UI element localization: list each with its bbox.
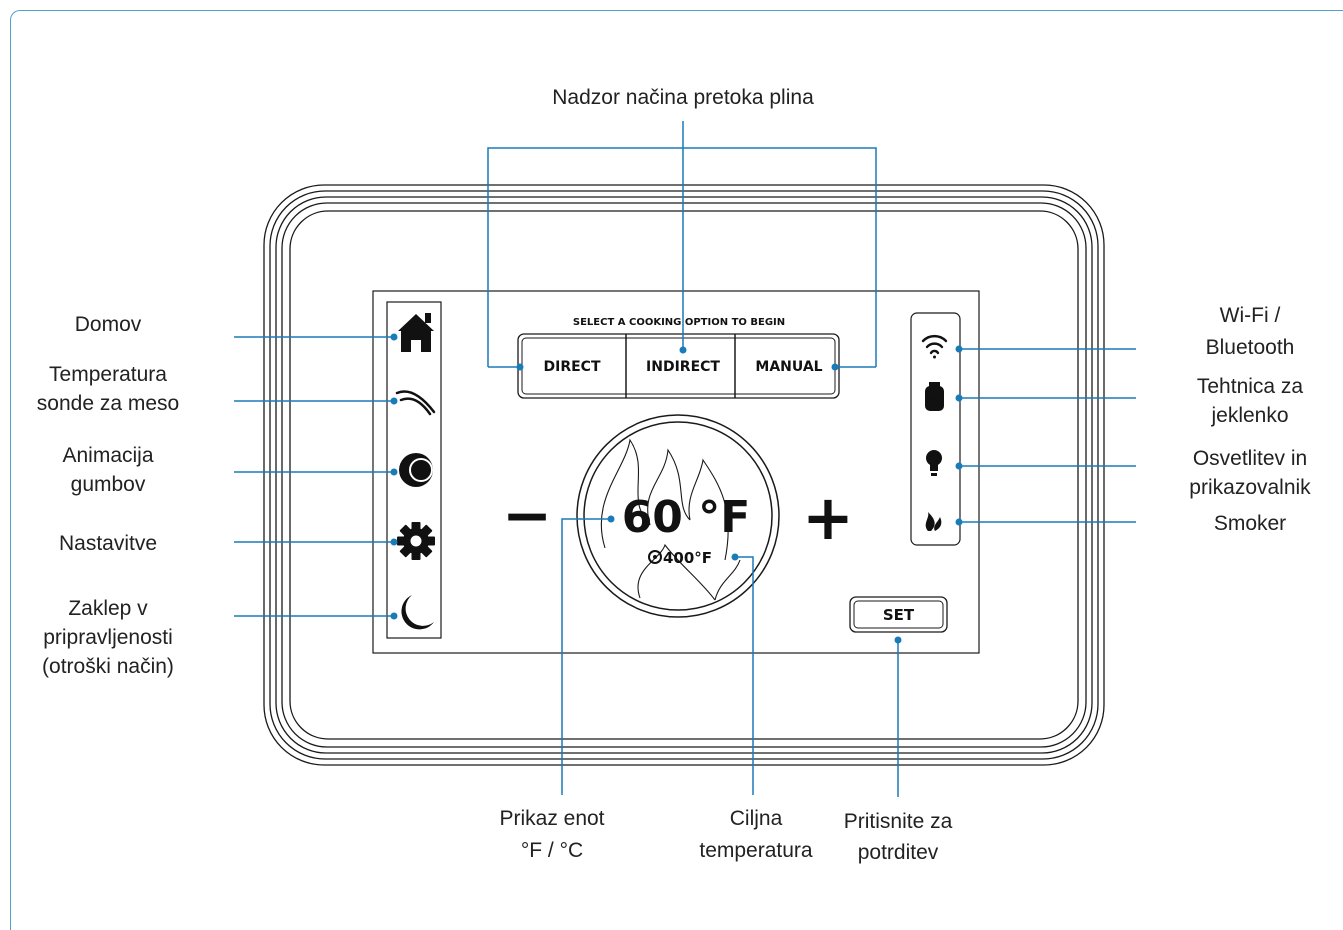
set-button[interactable]: SET — [849, 596, 948, 633]
callout-knob-animation: Animacija gumbov — [62, 444, 153, 496]
cooking-option-header: SELECT A COOKING OPTION TO BEGIN — [573, 317, 785, 328]
svg-text:(otroški način): (otroški način) — [42, 655, 174, 678]
svg-text:prikazovalnik: prikazovalnik — [1189, 476, 1311, 499]
device-bezel — [263, 184, 1105, 766]
svg-text:gumbov: gumbov — [71, 473, 146, 496]
temperature-dial[interactable]: 60 °F 400°F — [576, 414, 780, 618]
callout-wifi: Wi-Fi / Bluetooth — [1206, 304, 1295, 359]
svg-text:Tehtnica za: Tehtnica za — [1197, 375, 1304, 398]
svg-text:Bluetooth: Bluetooth — [1206, 336, 1295, 359]
svg-text:pripravljenosti: pripravljenosti — [43, 626, 173, 649]
callout-meat-probe: Temperatura sonde za meso — [37, 363, 179, 415]
svg-text:Smoker: Smoker — [1214, 512, 1286, 535]
home-icon[interactable] — [398, 313, 434, 352]
target-icon — [648, 550, 662, 564]
gear-icon[interactable] — [397, 522, 435, 560]
propane-level-text: 100 — [927, 396, 942, 404]
indirect-button[interactable]: INDIRECT — [626, 338, 735, 394]
direct-label: DIRECT — [544, 359, 601, 375]
moon-icon[interactable] — [401, 595, 434, 630]
svg-text:Zaklep v: Zaklep v — [68, 597, 148, 620]
callout-gas-flow-mode: Nadzor načina pretoka plina — [552, 86, 814, 109]
callout-units: Prikaz enot °F / °C — [499, 807, 604, 862]
current-temperature: 60 °F — [622, 492, 751, 543]
smoker-icon[interactable] — [925, 512, 942, 531]
target-temperature: 400°F — [663, 549, 712, 567]
svg-text:potrditev: potrditev — [858, 841, 939, 864]
svg-text:Prikaz enot: Prikaz enot — [499, 807, 604, 830]
callout-confirm: Pritisnite za potrditev — [844, 810, 953, 864]
callout-lighting: Osvetlitev in prikazovalnik — [1189, 447, 1311, 499]
right-icon-panel — [910, 312, 961, 546]
callout-home: Domov — [75, 313, 142, 336]
direct-button[interactable]: DIRECT — [522, 338, 626, 394]
knob-animation-icon[interactable] — [399, 453, 433, 487]
page-frame — [10, 10, 1343, 930]
svg-text:temperatura: temperatura — [699, 839, 813, 862]
decrease-temp-button[interactable]: − — [502, 481, 552, 551]
manual-label: MANUAL — [755, 359, 822, 375]
callout-smoker: Smoker — [1214, 512, 1286, 535]
svg-text:Ciljna: Ciljna — [730, 807, 783, 830]
svg-text:Temperatura: Temperatura — [49, 363, 167, 386]
leader-lines — [234, 121, 1136, 797]
wifi-icon[interactable] — [921, 334, 948, 359]
left-icon-panel — [386, 301, 442, 639]
svg-text:Wi-Fi /: Wi-Fi / — [1220, 304, 1281, 327]
svg-text:°F / °C: °F / °C — [521, 839, 583, 862]
light-bulb-icon[interactable] — [926, 450, 942, 476]
callout-child-lock: Zaklep v pripravljenosti (otroški način) — [42, 597, 174, 678]
svg-text:Domov: Domov — [75, 313, 142, 336]
callout-tank-scale: Tehtnica za jeklenko — [1197, 375, 1304, 427]
callout-settings: Nastavitve — [59, 532, 157, 555]
svg-text:Osvetlitev in: Osvetlitev in — [1193, 447, 1307, 470]
callout-target-temp: Ciljna temperatura — [699, 807, 813, 862]
flame-decoration — [600, 438, 741, 601]
propane-tank-icon[interactable]: 100 — [925, 382, 944, 411]
indirect-label: INDIRECT — [646, 359, 720, 375]
svg-text:sonde za meso: sonde za meso — [37, 392, 179, 415]
svg-text:jeklenko: jeklenko — [1210, 404, 1288, 427]
meat-probe-icon[interactable] — [395, 390, 436, 416]
leader-dots — [390, 333, 963, 644]
increase-temp-button[interactable]: + — [802, 481, 854, 554]
manual-button[interactable]: MANUAL — [735, 338, 835, 394]
svg-text:Animacija: Animacija — [62, 444, 153, 467]
set-label: SET — [883, 606, 915, 624]
svg-text:Nastavitve: Nastavitve — [59, 532, 157, 555]
svg-text:Pritisnite za: Pritisnite za — [844, 810, 953, 833]
